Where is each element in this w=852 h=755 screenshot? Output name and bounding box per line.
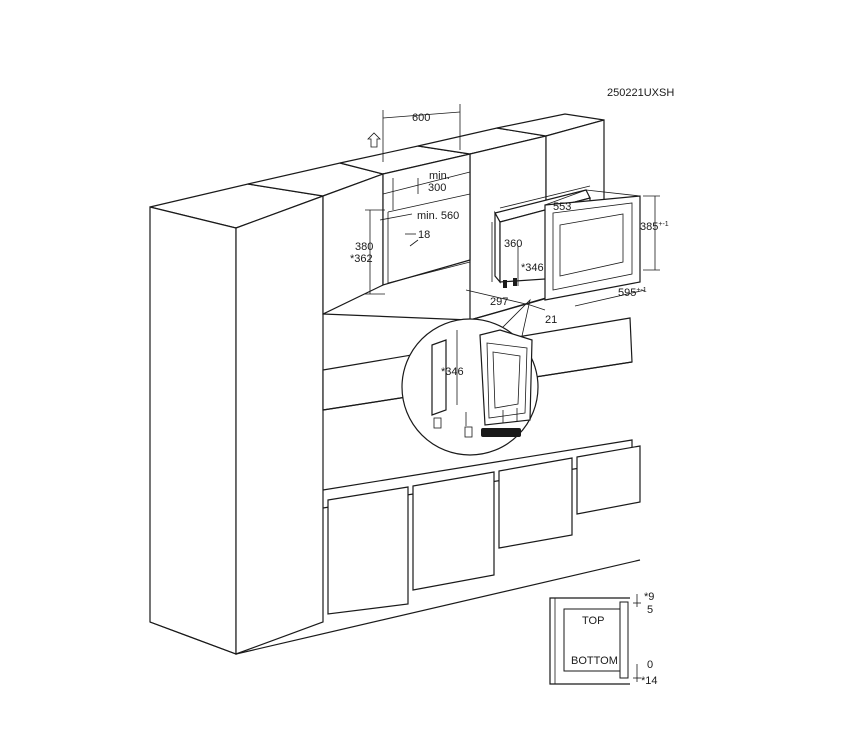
drawing-code: 250221UXSH <box>607 87 674 99</box>
dim-385-value: 385 <box>640 221 658 233</box>
inset-bottom-label: BOTTOM <box>571 655 618 667</box>
inset-top-label: TOP <box>582 615 604 627</box>
dim-346: *346 <box>521 262 544 274</box>
dim-362: *362 <box>350 253 373 265</box>
dim-18: 18 <box>418 229 430 241</box>
tall-cabinet <box>149 183 326 655</box>
dim-21: 21 <box>545 314 557 326</box>
dim-360: 360 <box>504 238 522 250</box>
worktop-and-base <box>149 317 641 655</box>
dim-297: 297 <box>490 296 508 308</box>
dim-380: 380 <box>355 241 373 253</box>
inset-dim-9: *9 <box>644 591 654 603</box>
inset-detail <box>549 594 641 685</box>
dim-553: 553 <box>553 201 571 213</box>
dim-595-tolerance: +-1 <box>636 287 646 294</box>
detail-callout <box>401 298 539 456</box>
inset-dim-14: *14 <box>641 675 658 687</box>
dimension-lines <box>365 104 660 311</box>
dim-300: 300 <box>428 182 446 194</box>
dim-min-label: min. <box>429 170 450 182</box>
dim-min-560: min. 560 <box>417 210 459 222</box>
detail-dim-346: *346 <box>441 366 464 378</box>
dim-595-value: 595 <box>618 287 636 299</box>
dim-385: 385+-1 <box>640 221 669 233</box>
dim-385-tolerance: +-1 <box>658 221 668 228</box>
dim-595: 595+-1 <box>618 287 647 299</box>
microwave-oven <box>494 189 641 301</box>
dim-600: 600 <box>412 112 430 124</box>
inset-dim-5: 5 <box>647 604 653 616</box>
inset-dim-0: 0 <box>647 659 653 671</box>
